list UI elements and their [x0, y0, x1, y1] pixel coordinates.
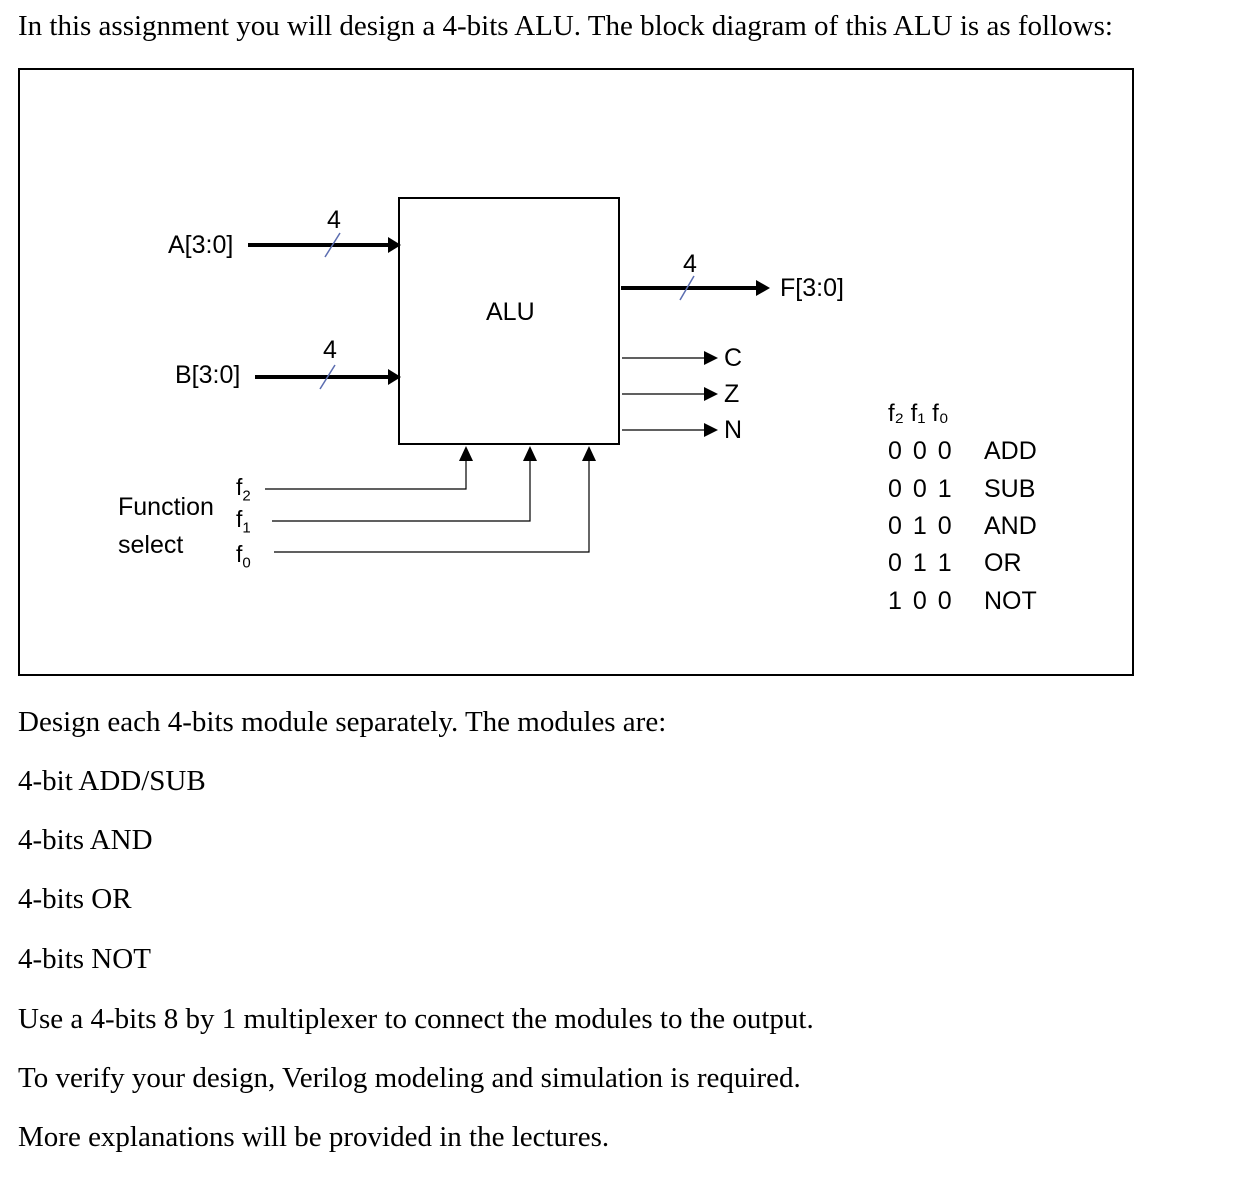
- function-select-label-line2: select: [118, 531, 184, 559]
- select-line-f0: [274, 446, 596, 553]
- modules-intro: Design each 4-bits module separately. Th…: [18, 706, 667, 738]
- opcode-op-1: SUB: [984, 475, 1036, 503]
- output-label-f: F[3:0]: [780, 274, 844, 302]
- module-item: 4-bits OR: [18, 883, 132, 915]
- module-item: 4-bits AND: [18, 824, 153, 856]
- flag-line-z: [622, 387, 718, 401]
- function-select-label-line1: Function: [118, 493, 214, 521]
- input-label-b: B[3:0]: [175, 361, 241, 389]
- bus-width-b: 4: [323, 336, 337, 364]
- flag-label-c: C: [724, 344, 743, 372]
- opcode-op-4: NOT: [984, 587, 1037, 615]
- module-item: 4-bit ADD/SUB: [18, 765, 206, 797]
- opcode-code-4: 1 0 0: [888, 587, 954, 615]
- intro-text: In this assignment you will design a 4-b…: [18, 10, 1113, 42]
- flag-label-z: Z: [724, 380, 740, 408]
- opcode-code-0: 0 0 0: [888, 437, 954, 465]
- mux-instruction: Use a 4-bits 8 by 1 multiplexer to conne…: [18, 1003, 814, 1035]
- select-label-f1: f1: [236, 506, 251, 537]
- verify-instruction: To verify your design, Verilog modeling …: [18, 1062, 801, 1094]
- alu-label: ALU: [486, 298, 535, 326]
- more-info: More explanations will be provided in th…: [18, 1121, 610, 1153]
- block-diagram-frame: [18, 68, 1134, 676]
- opcode-op-3: OR: [984, 549, 1022, 577]
- input-bus-a: [248, 232, 401, 258]
- select-line-f1: [272, 446, 537, 522]
- opcode-op-2: AND: [984, 512, 1037, 540]
- flag-line-n: [622, 423, 718, 437]
- input-bus-b: [255, 364, 401, 390]
- select-line-f2: [265, 446, 473, 490]
- alu-block: [398, 197, 620, 445]
- bus-width-a: 4: [327, 206, 341, 234]
- opcode-table-header: f₂ f₁ f₀: [888, 400, 949, 427]
- module-item: 4-bits NOT: [18, 943, 151, 975]
- opcode-code-1: 0 0 1: [888, 475, 954, 503]
- input-label-a: A[3:0]: [168, 231, 234, 259]
- output-bus-f: [621, 275, 770, 301]
- opcode-op-0: ADD: [984, 437, 1037, 465]
- flag-label-n: N: [724, 416, 743, 444]
- flag-line-c: [622, 351, 718, 365]
- bus-width-f: 4: [683, 250, 697, 278]
- opcode-code-2: 0 1 0: [888, 512, 954, 540]
- opcode-code-3: 0 1 1: [888, 549, 954, 577]
- select-label-f2: f2: [236, 474, 251, 505]
- select-label-f0: f0: [236, 541, 251, 572]
